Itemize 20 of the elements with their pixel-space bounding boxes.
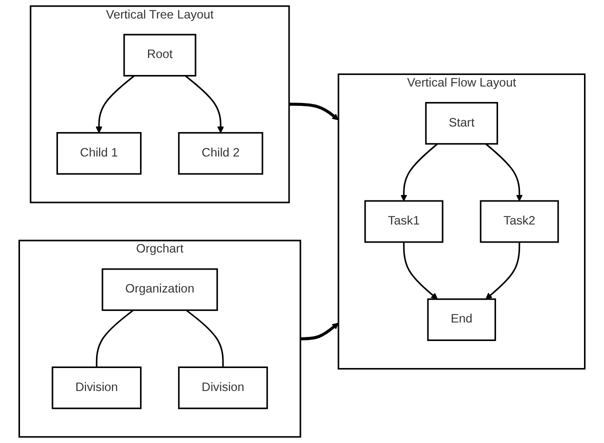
arrow xyxy=(96,75,135,134)
connector xyxy=(96,310,134,368)
node-box: Organization xyxy=(102,268,218,311)
node-box: Task2 xyxy=(480,200,559,243)
arrow xyxy=(300,322,339,340)
arrow xyxy=(403,242,438,300)
node-box: End xyxy=(427,298,496,341)
arrow xyxy=(485,143,523,202)
node-box: Root xyxy=(123,34,196,76)
node-box: Division xyxy=(52,366,142,410)
node-box: Start xyxy=(425,102,498,145)
node-box: Child 2 xyxy=(178,132,264,175)
arrow xyxy=(486,242,520,300)
arrow xyxy=(400,143,438,202)
node-box: Division xyxy=(178,366,268,410)
arrow xyxy=(184,75,224,134)
arrow xyxy=(289,102,339,120)
node-box: Task1 xyxy=(364,200,444,243)
connector xyxy=(186,310,224,368)
node-box: Child 1 xyxy=(56,132,142,175)
